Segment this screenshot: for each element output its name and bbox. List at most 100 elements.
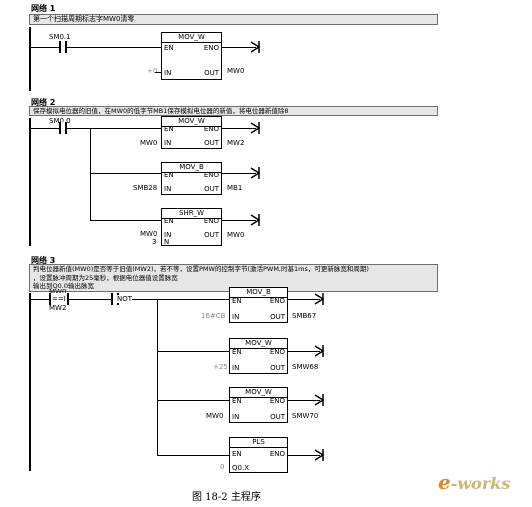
en-pin: EN [164, 44, 174, 52]
q-pin: Q0.X [232, 464, 249, 472]
eno-wire [288, 455, 320, 456]
branch-wire [90, 173, 161, 174]
out-value[interactable]: MW2 [227, 139, 245, 147]
in-value[interactable]: +25 [213, 363, 228, 371]
mov-w-block[interactable]: MOV_W EN ENO IN OUT [229, 338, 288, 374]
out-pin: OUT [204, 139, 219, 147]
eno-wire [222, 220, 256, 221]
out-value[interactable]: MB1 [227, 184, 243, 192]
arrow-right-icon [250, 214, 261, 226]
n-value[interactable]: 3 [152, 238, 157, 246]
eno-wire [222, 47, 256, 48]
block-title: MOV_W [162, 33, 221, 43]
n-pin: N [164, 238, 170, 246]
in-value[interactable]: +0 [147, 67, 158, 75]
mov-b-block[interactable]: MOV_B EN ENO IN OUT [229, 287, 288, 323]
comment-line: ，设置脉冲周期为25毫秒，根据电位器值设置脉宽 [33, 273, 178, 282]
eno-pin: ENO [269, 348, 285, 356]
branch-wire [90, 220, 161, 221]
eno-pin: ENO [269, 297, 285, 305]
block-title: MOV_W [230, 388, 287, 398]
eno-wire [288, 351, 320, 352]
en-pin: EN [232, 397, 242, 405]
eno-pin: ENO [269, 450, 285, 458]
in-pin: IN [164, 69, 172, 77]
network-1-comment[interactable]: 第一个扫描周期标志字MW0清零 [29, 14, 438, 25]
comment-line: 输出到Q0.0输出脉宽 [33, 282, 94, 290]
not-label: NOT [117, 295, 133, 303]
in-value[interactable]: MW0 [140, 139, 158, 147]
eworks-logo: e-works [438, 470, 511, 494]
q-value[interactable]: 0 [220, 463, 225, 471]
arrow-right-icon [250, 167, 261, 179]
network-1-title: 网络 1 [31, 4, 56, 13]
compare-operator: ==I [52, 295, 66, 303]
no-contact[interactable] [59, 41, 67, 53]
branch-wire [157, 351, 229, 352]
block-title: MOV_B [230, 288, 287, 298]
arrow-right-icon [314, 345, 325, 357]
power-rail [29, 27, 31, 91]
in-pin: IN [164, 139, 172, 147]
no-contact[interactable] [59, 122, 67, 134]
in-wire [155, 72, 161, 73]
shr-w-block[interactable]: SHR_W EN ENO IN OUT N [161, 208, 222, 246]
en-pin: EN [232, 348, 242, 356]
out-pin: OUT [204, 231, 219, 239]
network-2-comment[interactable]: 保存模拟电位器的旧值，在MW0的低字节MB1保存模拟电位器的新值，将电位器新值除… [29, 106, 438, 116]
mov-b-block[interactable]: MOV_B EN ENO IN OUT [161, 162, 222, 195]
branch-wire [157, 455, 229, 456]
out-pin: OUT [270, 313, 285, 321]
en-pin: EN [164, 171, 174, 179]
block-title: MOV_W [162, 117, 221, 127]
en-pin: EN [232, 450, 242, 458]
mov-w-block[interactable]: MOV_W EN ENO IN OUT [161, 32, 222, 80]
out-pin: OUT [204, 185, 219, 193]
contact-label: SM0.1 [49, 33, 71, 41]
in-pin: IN [232, 313, 240, 321]
out-value[interactable]: MW0 [227, 231, 245, 239]
rung-wire [31, 47, 161, 48]
in-pin: IN [164, 185, 172, 193]
in-pin: IN [232, 413, 240, 421]
in-pin: IN [164, 231, 172, 239]
power-rail [29, 118, 31, 246]
arrow-right-icon [314, 394, 325, 406]
in-value[interactable]: MW0 [140, 230, 158, 238]
in-value[interactable]: MW0 [206, 412, 224, 420]
comment-line: 判电位器新值(MW0)是否等于旧值(MW2)，若不等，设置PMW的控制字节(激活… [33, 265, 369, 273]
network-3-title: 网络 3 [31, 256, 56, 265]
eno-pin: ENO [203, 171, 219, 179]
mov-w-block[interactable]: MOV_W EN ENO IN OUT [161, 116, 222, 149]
out-value[interactable]: SMB67 [292, 312, 317, 320]
out-value[interactable]: MW0 [227, 67, 245, 75]
mov-w-block[interactable]: MOV_W EN ENO IN OUT [229, 387, 288, 423]
branch-wire [90, 128, 91, 220]
contact-label: SM0.0 [49, 117, 71, 125]
block-title: SHR_W [162, 209, 221, 219]
block-title: MOV_W [230, 339, 287, 349]
compare-operand-1: MW0 [49, 288, 67, 296]
arrow-right-icon [250, 41, 261, 53]
figure-caption: 图 18-2 主程序 [192, 492, 261, 503]
arrow-right-icon [314, 449, 325, 461]
eno-wire [288, 299, 320, 300]
in-value[interactable]: SMB28 [133, 184, 158, 192]
eno-wire [222, 128, 256, 129]
power-rail [29, 293, 31, 471]
out-value[interactable]: SMW70 [292, 412, 319, 420]
block-title: PLS [230, 438, 287, 448]
arrow-right-icon [250, 122, 261, 134]
arrow-right-icon [314, 293, 325, 305]
block-title: MOV_B [162, 163, 221, 173]
eno-pin: ENO [203, 217, 219, 225]
out-value[interactable]: SMW68 [292, 363, 319, 371]
out-pin: OUT [270, 413, 285, 421]
branch-wire [157, 400, 229, 401]
rung-wire [31, 128, 161, 129]
en-pin: EN [232, 297, 242, 305]
out-pin: OUT [204, 69, 219, 77]
branch-wire [157, 299, 158, 455]
pls-block[interactable]: PLS EN ENO Q0.X [229, 437, 288, 473]
in-value[interactable]: 16#CB [201, 312, 226, 320]
